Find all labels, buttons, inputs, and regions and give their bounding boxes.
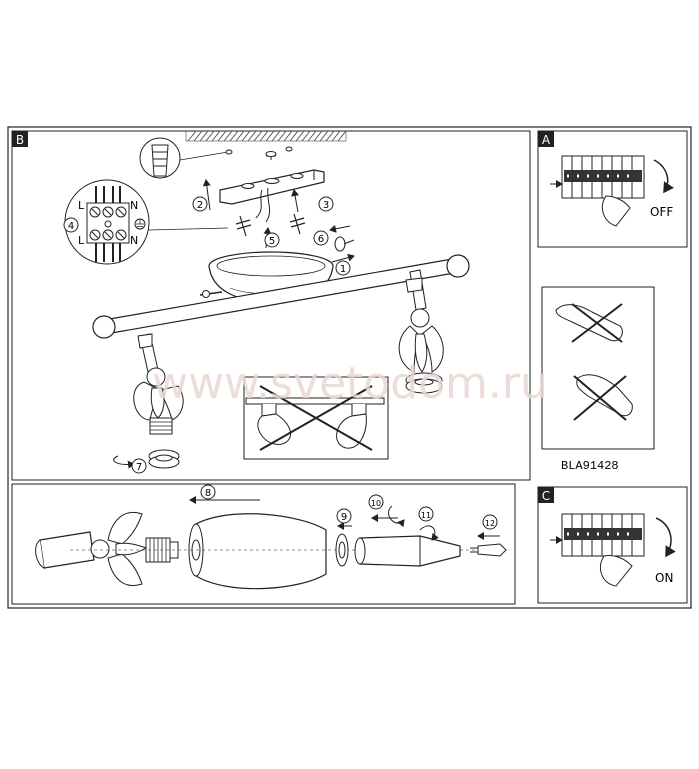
glass-shade [188, 513, 327, 590]
ceiling-screws [225, 146, 293, 160]
terminal-label-l-bottom: L [78, 234, 85, 247]
step-11: 11 [421, 511, 431, 520]
panel-main-label: B [16, 133, 24, 147]
panel-off-label: A [542, 133, 551, 147]
step-2: 2 [197, 200, 203, 211]
hand-on-icon [600, 555, 633, 587]
lamp-bar [92, 254, 470, 339]
watermark-text: www.svetodom.ru [152, 358, 548, 409]
step-1: 1 [340, 264, 346, 275]
assembly-step-numbers: 8 9 10 11 12 [200, 484, 498, 530]
reflector-tube [354, 535, 461, 567]
terminal-label-n-bottom: N [130, 234, 138, 247]
left-spotlight [133, 333, 184, 435]
switch-on-label: ON [655, 571, 673, 585]
terminal-label-l-top: L [78, 199, 85, 212]
panel-switch-off: A OFF [537, 130, 688, 248]
retaining-ring [335, 533, 349, 567]
step-9: 9 [341, 512, 347, 523]
panel-assembly: 8 9 10 11 12 [11, 483, 516, 605]
threaded-ring [113, 449, 180, 469]
panel-main: B [11, 130, 531, 481]
outer-frame [7, 126, 692, 609]
panel-off-border [537, 130, 688, 248]
panel-main-label-box [12, 131, 28, 147]
step-7: 7 [136, 462, 142, 473]
mounting-bracket [219, 169, 325, 223]
step-8: 8 [205, 488, 211, 499]
ceiling-hatch [185, 130, 347, 142]
step-numbers: 4 1 2 3 5 6 7 [63, 196, 351, 474]
panel-switch-on: C ON [537, 486, 688, 604]
hand-touch-icon [555, 304, 623, 342]
canopy [208, 251, 334, 303]
right-spotlight [398, 269, 444, 394]
step-4: 4 [68, 221, 74, 232]
assembly-arrows [189, 496, 500, 541]
panel-warning: BLA91428 [541, 286, 655, 473]
panel-on-label: C [542, 489, 550, 503]
step-5: 5 [269, 236, 275, 247]
step-3: 3 [323, 200, 329, 211]
breaker-row-off [561, 155, 645, 199]
switch-off-label: OFF [650, 205, 673, 219]
arm-and-socket [35, 512, 179, 586]
terminal-label-n-top: N [130, 199, 138, 212]
breaker-row-on [561, 513, 645, 557]
side-screw [334, 236, 355, 252]
step-10: 10 [371, 499, 381, 508]
bulb [470, 543, 507, 557]
model-code: BLA91428 [561, 459, 619, 473]
wrong-orientation-inset [243, 376, 389, 460]
terminal-block-detail: L L N N [64, 179, 229, 265]
wall-plug-detail [139, 137, 229, 179]
hand-off-icon [601, 195, 631, 227]
step-12: 12 [485, 519, 495, 528]
fixing-screws [235, 213, 306, 237]
step-6: 6 [318, 234, 324, 245]
